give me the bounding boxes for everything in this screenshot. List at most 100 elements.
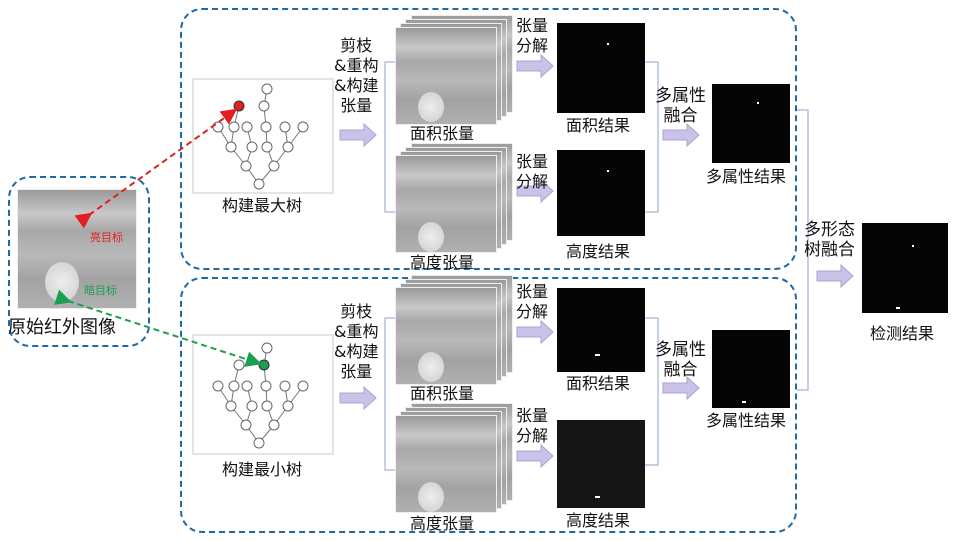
bottom-height-result-image: [557, 420, 645, 508]
tree-node: [260, 121, 272, 133]
tree-node: [253, 178, 265, 190]
tree-node: [261, 141, 273, 153]
fusion-line: 多形态: [804, 220, 855, 240]
max-tree-label: 构建最大树: [222, 196, 303, 215]
decomp-line: 分解: [516, 302, 549, 321]
arrow-icon: [816, 263, 854, 289]
bright-target-label: 亮目标: [90, 231, 123, 244]
tree-node: [268, 419, 280, 431]
top-height-decomp: 张量分解: [516, 152, 548, 192]
tree-node: [261, 83, 273, 95]
detection-result-image: [862, 223, 948, 313]
fusion-line: 多属性: [655, 86, 706, 106]
tree-node: [233, 359, 245, 371]
arrow-icon: [339, 122, 377, 148]
top-multi-result-image: [712, 84, 790, 163]
bottom-area-result-label: 面积结果: [566, 374, 631, 393]
bracket: [645, 317, 659, 466]
decomp-line: 张量: [516, 282, 549, 301]
tree-node: [260, 380, 272, 392]
op-line: &构建: [334, 76, 379, 95]
op-line: 剪枝: [340, 36, 373, 55]
tree-node: [228, 121, 240, 133]
tree-node: [225, 141, 237, 153]
fusion-line: 树融合: [804, 240, 855, 260]
bracket: [797, 109, 809, 391]
tree-node: [246, 400, 258, 412]
bottom-height-tensor-label: 高度张量: [410, 514, 475, 533]
bracket: [384, 61, 395, 213]
tree-node: [253, 437, 265, 449]
bottom-height-result-label: 高度结果: [566, 511, 631, 530]
tree-node: [261, 400, 273, 412]
tree-node: [282, 400, 294, 412]
dark-target-link: [54, 289, 262, 367]
op-line: &重构: [334, 322, 379, 341]
min-tree-label: 构建最小树: [222, 460, 303, 479]
tree-node: [225, 400, 237, 412]
decomp-line: 分解: [516, 36, 549, 55]
top-area-result-image: [557, 23, 645, 113]
tree-node: [297, 380, 309, 392]
tree-node: [240, 160, 252, 172]
decomp-line: 分解: [516, 426, 549, 445]
top-height-result-image: [557, 150, 645, 236]
arrow-icon: [516, 443, 554, 469]
top-fusion-label: 多属性融合: [655, 86, 706, 126]
fusion-line: 融合: [663, 360, 698, 380]
top-op-label: 剪枝&重构&构建张量: [334, 36, 378, 116]
tree-node: [261, 342, 273, 354]
arrow-icon: [516, 319, 554, 345]
final-fusion-label: 多形态树融合: [804, 220, 855, 260]
bracket: [384, 317, 395, 471]
tree-node: [279, 121, 291, 133]
arrow-icon: [339, 385, 377, 411]
tree-node: [279, 380, 291, 392]
arrow-icon: [516, 53, 554, 79]
bottom-multi-result-label: 多属性结果: [706, 411, 787, 430]
decomp-line: 分解: [516, 172, 549, 191]
top-area-tensor-label: 面积张量: [410, 124, 475, 143]
top-height-result-label: 高度结果: [566, 242, 631, 261]
bottom-height-decomp: 张量分解: [516, 406, 548, 446]
op-line: 张量: [340, 362, 373, 381]
tree-node: [212, 380, 224, 392]
bright-target-link: [74, 108, 238, 229]
fusion-line: 多属性: [655, 340, 706, 360]
bottom-op-label: 剪枝&重构&构建张量: [334, 302, 378, 382]
tree-node: [228, 380, 240, 392]
bottom-area-result-image: [557, 288, 645, 372]
detection-result-label: 检测结果: [870, 324, 935, 343]
arrow-icon: [662, 122, 700, 148]
tree-node: [297, 121, 309, 133]
arrow-icon: [516, 178, 554, 204]
tree-node: [258, 100, 270, 112]
decomp-line: 张量: [516, 16, 549, 35]
top-height-tensor-label: 高度张量: [410, 253, 475, 272]
tree-node: [241, 380, 253, 392]
arrow-icon: [662, 375, 700, 401]
op-line: 剪枝: [340, 302, 373, 321]
bottom-area-tensor-label: 面积张量: [410, 384, 475, 403]
top-area-result-label: 面积结果: [566, 116, 631, 135]
op-line: &构建: [334, 342, 379, 361]
top-area-decomp: 张量分解: [516, 16, 548, 56]
tree-node: [268, 160, 280, 172]
tree-node: [212, 121, 224, 133]
tree-node: [240, 419, 252, 431]
op-line: 张量: [340, 96, 373, 115]
decomp-line: 张量: [516, 152, 549, 171]
tree-node: [241, 121, 253, 133]
highlighted-node: [233, 100, 245, 112]
top-multi-result-label: 多属性结果: [706, 167, 787, 186]
tree-node: [246, 141, 258, 153]
bottom-area-decomp: 张量分解: [516, 282, 548, 322]
op-line: &重构: [334, 56, 379, 75]
bottom-multi-result-image: [712, 330, 790, 408]
tree-node: [282, 141, 294, 153]
highlighted-node: [258, 359, 270, 371]
decomp-line: 张量: [516, 406, 549, 425]
bracket: [645, 61, 659, 213]
fusion-line: 融合: [663, 106, 698, 126]
